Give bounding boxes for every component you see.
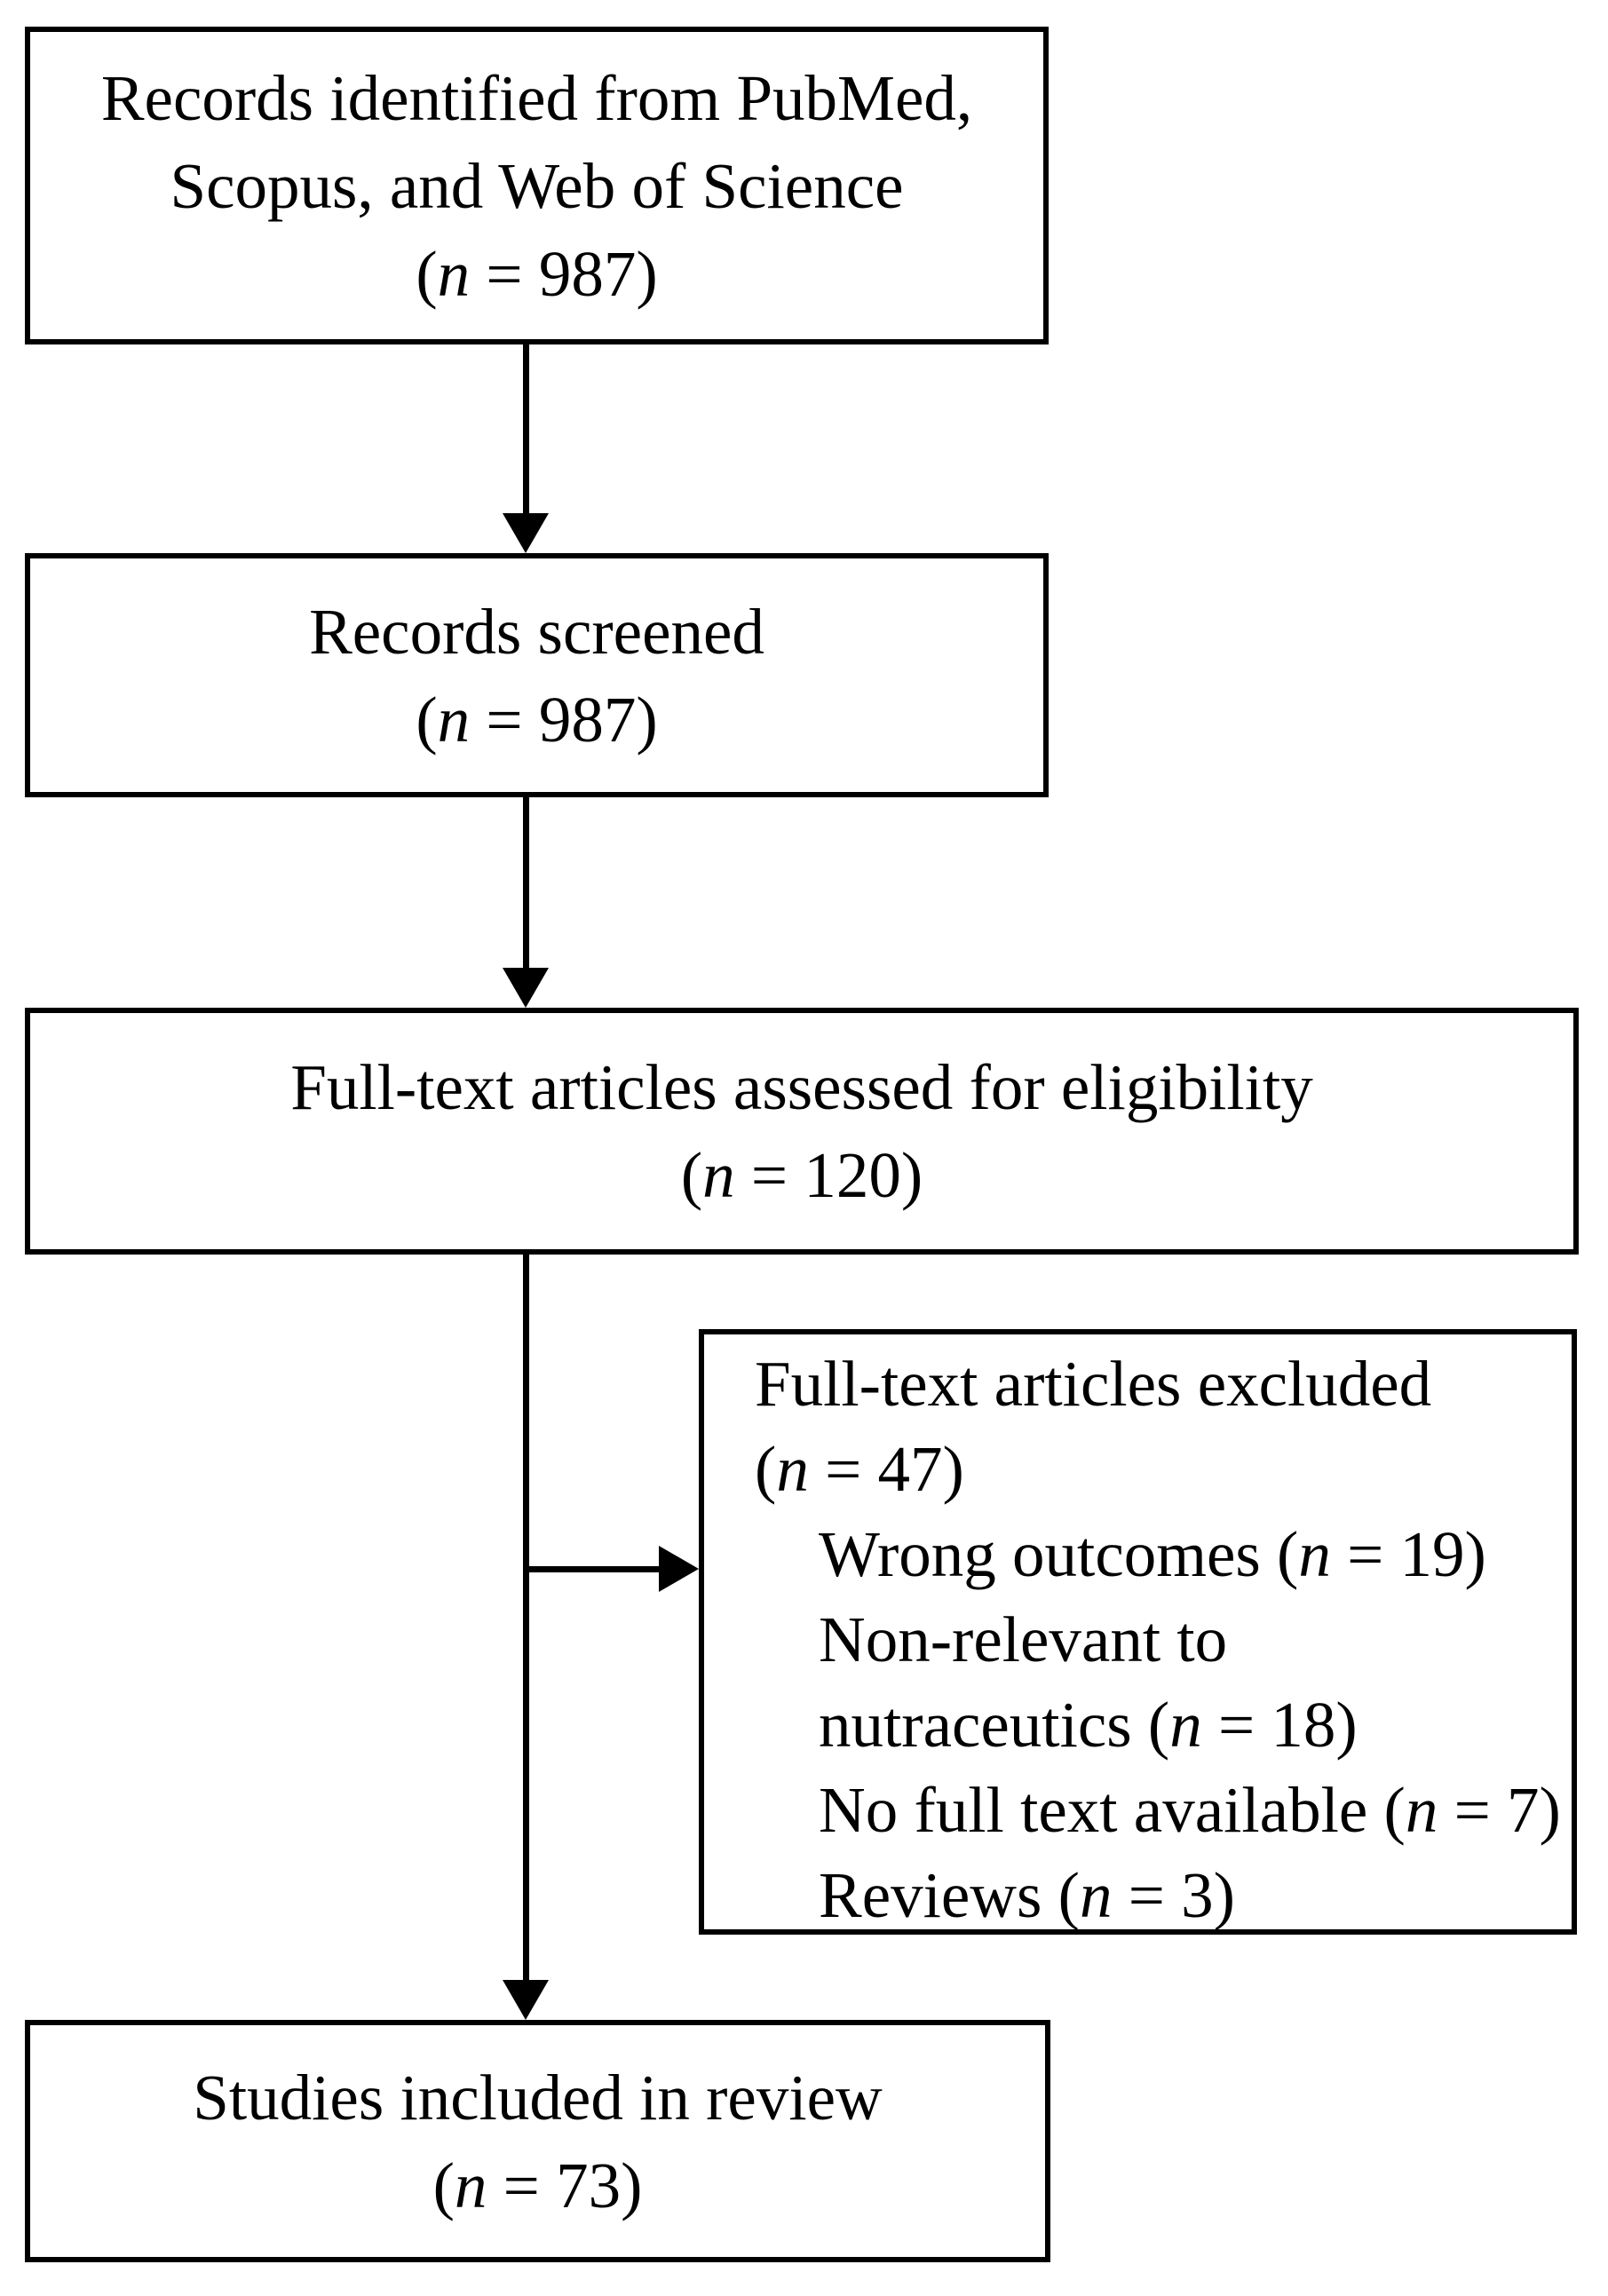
connector-branch-to-excluded <box>526 1566 661 1572</box>
excluded-reason-no-fulltext: No full text available (n = 7) <box>819 1774 1561 1846</box>
box-fulltext-assessed: Full-text articles assessed for eligibil… <box>25 1008 1579 1255</box>
records-screened-count: (n = 987) <box>416 683 658 756</box>
box-records-identified: Records identified from PubMed, Scopus, … <box>25 27 1049 344</box>
fulltext-excluded-line-1: Full-text articles excluded <box>755 1348 1432 1420</box>
connector-eligibility-to-included <box>523 1255 529 1981</box>
records-identified-line-1: Records identified from PubMed, <box>100 61 973 134</box>
excluded-reason-nonrelevant-line-1: Non-relevant to <box>819 1603 1228 1675</box>
box-studies-included: Studies included in review (n = 73) <box>25 2020 1050 2262</box>
arrowhead-right-icon <box>659 1546 699 1592</box>
excluded-reason-reviews: Reviews (n = 3) <box>819 1859 1235 1931</box>
connector-identification-to-screening <box>523 344 529 513</box>
excluded-reason-nonrelevant-line-2: nutraceutics (n = 18) <box>819 1689 1358 1761</box>
studies-included-line-1: Studies included in review <box>193 2061 883 2134</box>
fulltext-assessed-count: (n = 120) <box>680 1139 923 1211</box>
box-records-screened: Records screened (n = 987) <box>25 553 1049 797</box>
records-screened-line-1: Records screened <box>309 595 764 668</box>
box-fulltext-excluded: Full-text articles excluded (n = 47) Wro… <box>699 1329 1577 1935</box>
excluded-reason-wrong-outcomes: Wrong outcomes (n = 19) <box>819 1518 1486 1590</box>
fulltext-excluded-count: (n = 47) <box>755 1433 964 1505</box>
records-identified-count: (n = 987) <box>416 237 658 310</box>
arrowhead-down-icon <box>503 513 549 553</box>
fulltext-assessed-line-1: Full-text articles assessed for eligibil… <box>290 1051 1313 1123</box>
arrowhead-down-icon <box>503 1980 549 2020</box>
records-identified-line-2: Scopus, and Web of Science <box>170 149 904 222</box>
studies-included-count: (n = 73) <box>432 2149 643 2221</box>
connector-screening-to-eligibility <box>523 797 529 968</box>
arrowhead-down-icon <box>503 968 549 1008</box>
